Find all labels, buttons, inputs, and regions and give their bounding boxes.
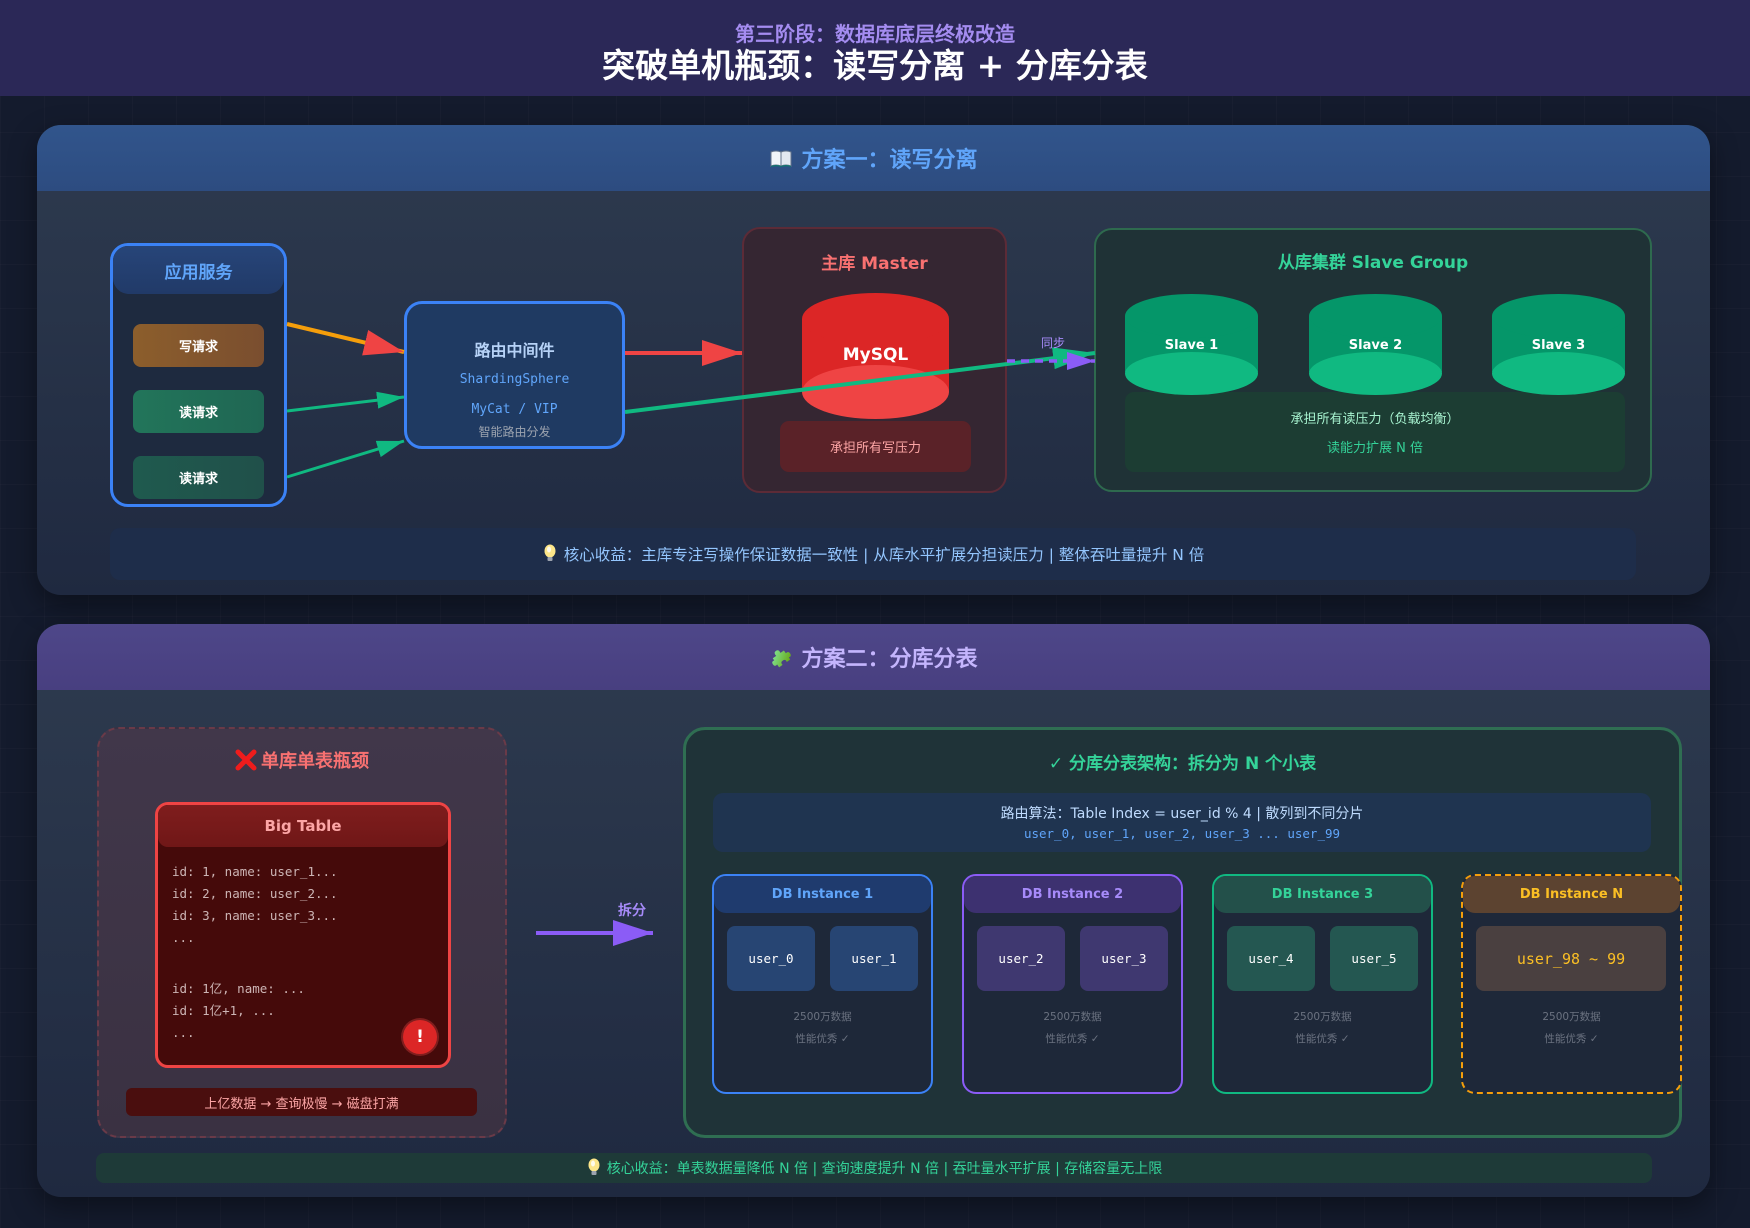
table-row: id: 2, name: user_2... — [172, 886, 338, 901]
routing-rule: 路由算法：Table Index = user_id % 4 | 散列到不同分片 — [1000, 806, 1364, 822]
app-service-box: 应用服务 写请求 读请求 读请求 — [110, 243, 287, 507]
master-title: 主库 Master — [821, 253, 928, 274]
table-row: id: 3, name: user_3... — [172, 908, 338, 923]
slave-database-icon: Slave 3 — [1492, 294, 1625, 395]
master-db-box: 主库 Master MySQL 承担所有写压力 — [742, 227, 1007, 493]
page-subtitle: 第三阶段：数据库底层终极改造 — [735, 21, 1015, 46]
plan2-header: 方案二：分库分表 — [37, 624, 1710, 690]
db-instance-title: DB Instance 3 — [1214, 876, 1431, 913]
db-instance-card: DB Instance N user_98 ~ 99 2500万数据 性能优秀 … — [1461, 874, 1682, 1094]
router-caption: 智能路由分发 — [478, 424, 551, 439]
router-middleware-box: 路由中间件 ShardingSphere MyCat / VIP 智能路由分发 — [404, 301, 625, 449]
lightbulb-icon — [544, 544, 556, 561]
big-table-rows: id: 1, name: user_1... id: 2, name: user… — [172, 861, 432, 1044]
shard-table: user_4 — [1227, 926, 1315, 991]
db-instance-status: 性能优秀 ✓ — [1544, 1032, 1599, 1045]
warning-icon: ! — [403, 1020, 437, 1054]
read-request: 读请求 — [133, 390, 264, 433]
lightbulb-icon — [588, 1158, 600, 1175]
slave-caption: 承担所有读压力（负载均衡） — [1290, 411, 1460, 427]
routing-rule-box: 路由算法：Table Index = user_id % 4 | 散列到不同分片… — [713, 793, 1651, 852]
db-instance-card: DB Instance 3 user_4 user_5 2500万数据 性能优秀… — [1212, 874, 1433, 1094]
router-product: ShardingSphere — [459, 371, 570, 387]
router-title: 路由中间件 — [474, 341, 555, 360]
shard-table: user_3 — [1080, 926, 1168, 991]
cross-icon — [235, 749, 257, 771]
puzzle-icon — [772, 650, 792, 668]
db-instance-rows: 2500万数据 — [1542, 1010, 1601, 1023]
table-row — [172, 949, 432, 978]
table-row: id: 1, name: user_1... — [172, 864, 338, 879]
big-table-title: Big Table — [158, 805, 448, 847]
db-instance-rows: 2500万数据 — [1043, 1010, 1102, 1023]
shard-table: user_98 ~ 99 — [1476, 926, 1666, 991]
plan1-title: 方案一：读写分离 — [801, 148, 978, 173]
db-instance-rows: 2500万数据 — [793, 1010, 852, 1023]
shard-table: user_0 — [727, 926, 815, 991]
plan1-benefit-text: 核心收益：主库专注写操作保证数据一致性 | 从库水平扩展分担读压力 | 整体吞吐… — [563, 546, 1205, 564]
table-row: ... — [172, 1025, 195, 1040]
read-request: 读请求 — [133, 456, 264, 499]
master-database-icon: MySQL — [802, 293, 949, 419]
slave-label: Slave 2 — [1348, 338, 1403, 353]
bottleneck-title: 单库单表瓶颈 — [99, 747, 505, 773]
bottleneck-title-text: 单库单表瓶颈 — [261, 751, 369, 772]
bottleneck-summary: 上亿数据 → 查询极慢 → 磁盘打满 — [126, 1088, 477, 1116]
db-instance-title: DB Instance N — [1463, 876, 1680, 913]
master-caption: 承担所有写压力 — [780, 421, 971, 472]
slave-info-box: 承担所有读压力（负载均衡） 读能力扩展 N 倍 — [1125, 392, 1625, 472]
slave-group-title: 从库集群 Slave Group — [1277, 252, 1469, 273]
big-table: Big Table id: 1, name: user_1... id: 2, … — [155, 802, 451, 1068]
sync-label: 同步 — [1040, 335, 1065, 350]
page-header — [0, 0, 1750, 96]
db-instance-title: DB Instance 2 — [964, 876, 1181, 913]
app-service-title: 应用服务 — [113, 246, 284, 294]
master-db-label: MySQL — [842, 345, 909, 365]
shard-table: user_2 — [977, 926, 1065, 991]
single-table-bottleneck-box: 单库单表瓶颈 Big Table id: 1, name: user_1... … — [97, 727, 507, 1138]
db-instance-card: DB Instance 1 user_0 user_1 2500万数据 性能优秀… — [712, 874, 933, 1094]
table-row: ... — [172, 930, 195, 945]
plan1-panel: 方案一：读写分离 应用服务 写请求 读请求 读请求 路由中间件 Sharding… — [37, 125, 1710, 595]
page-title: 突破单机瓶颈：读写分离 + 分库分表 — [602, 46, 1148, 85]
db-instance-status: 性能优秀 ✓ — [795, 1032, 850, 1045]
slave-database-icon: Slave 2 — [1309, 294, 1442, 395]
slave-label: Slave 3 — [1531, 338, 1586, 353]
db-instance-status: 性能优秀 ✓ — [1045, 1032, 1100, 1045]
plan2-benefit-bar: 核心收益：单表数据量降低 N 倍 | 查询速度提升 N 倍 | 吞吐量水平扩展 … — [96, 1153, 1652, 1183]
plan1-benefit-bar: 核心收益：主库专注写操作保证数据一致性 | 从库水平扩展分担读压力 | 整体吞吐… — [110, 528, 1636, 580]
router-product: MyCat / VIP — [471, 401, 558, 417]
sharding-title: ✓ 分库分表架构：拆分为 N 个小表 — [1048, 753, 1317, 774]
plan2-benefit-text: 核心收益：单表数据量降低 N 倍 | 查询速度提升 N 倍 | 吞吐量水平扩展 … — [606, 1161, 1163, 1177]
shard-table: user_1 — [830, 926, 918, 991]
db-instance-rows: 2500万数据 — [1293, 1010, 1352, 1023]
plan1-header: 方案一：读写分离 — [37, 125, 1710, 191]
db-instance-card: DB Instance 2 user_2 user_3 2500万数据 性能优秀… — [962, 874, 1183, 1094]
slave-label: Slave 1 — [1164, 338, 1219, 353]
table-list: user_0, user_1, user_2, user_3 ... user_… — [1023, 825, 1341, 841]
shard-table: user_5 — [1330, 926, 1418, 991]
book-icon — [770, 150, 792, 167]
write-request: 写请求 — [133, 324, 264, 367]
split-label: 拆分 — [618, 903, 646, 919]
slave-scale-note: 读能力扩展 N 倍 — [1327, 440, 1423, 456]
table-row: id: 1亿, name: ... — [172, 981, 305, 996]
sharding-architecture-box: ✓ 分库分表架构：拆分为 N 个小表 路由算法：Table Index = us… — [683, 727, 1682, 1138]
slave-database-icon: Slave 1 — [1125, 294, 1258, 395]
slave-group-box: 从库集群 Slave Group 承担所有读压力（负载均衡） 读能力扩展 N 倍… — [1094, 228, 1652, 492]
db-instance-title: DB Instance 1 — [714, 876, 931, 913]
db-instance-status: 性能优秀 ✓ — [1295, 1032, 1350, 1045]
plan2-title: 方案二：分库分表 — [801, 647, 978, 672]
table-row: id: 1亿+1, ... — [172, 1003, 275, 1018]
plan2-panel: 方案二：分库分表 单库单表瓶颈 Big Table id: 1, name: u… — [37, 624, 1710, 1197]
